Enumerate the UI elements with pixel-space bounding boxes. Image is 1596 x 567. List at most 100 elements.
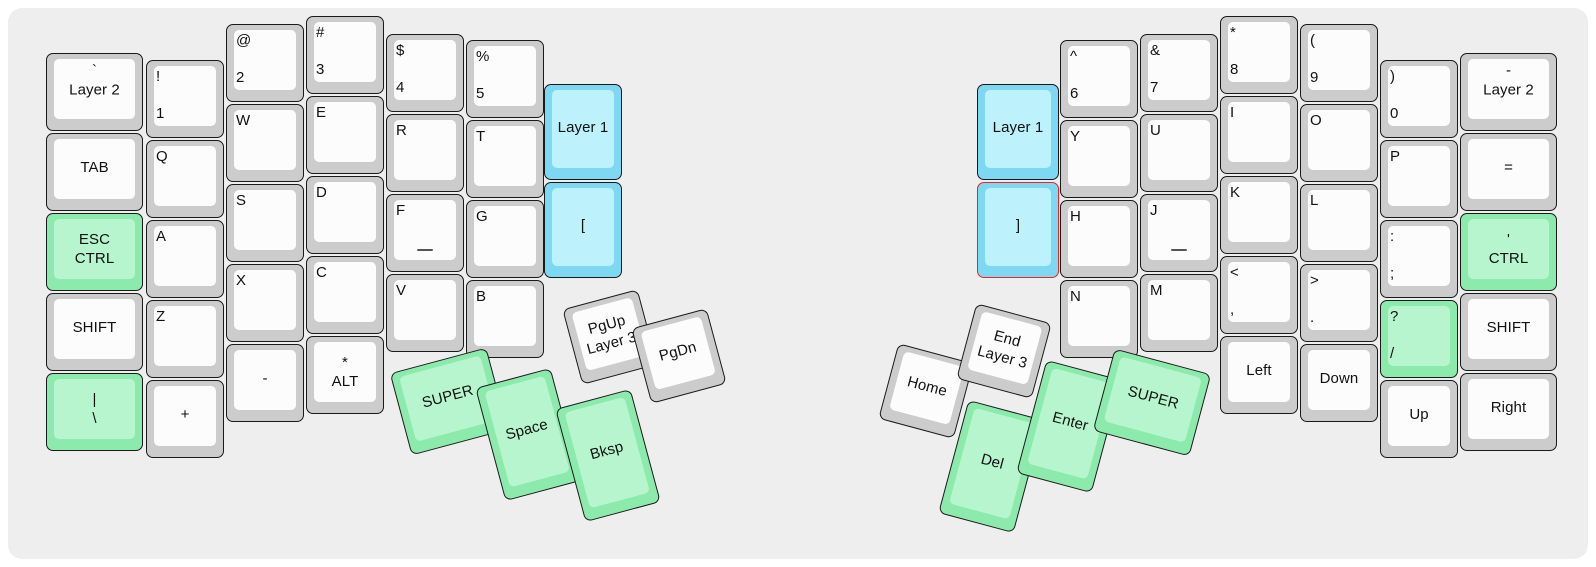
key-equals[interactable]: = <box>1460 133 1557 211</box>
key-1[interactable]: !1 <box>146 60 224 138</box>
key-cap <box>474 206 536 266</box>
key-5[interactable]: %5 <box>466 40 544 118</box>
key-cap <box>985 188 1051 266</box>
key-shift-right[interactable]: SHIFT <box>1460 293 1557 371</box>
key-legend-main: 2 <box>236 69 245 86</box>
key-cap <box>474 286 536 346</box>
key-bracket-right[interactable]: ] <box>977 182 1059 278</box>
key-g[interactable]: G <box>466 200 544 278</box>
key-9[interactable]: (9 <box>1300 24 1378 102</box>
key-legend-main: 3 <box>316 61 325 78</box>
key-up[interactable]: Up <box>1380 380 1458 458</box>
key-cap <box>1308 350 1370 410</box>
key-cap <box>1468 139 1549 199</box>
key-layer2-grave[interactable]: `Layer 2 <box>46 53 143 131</box>
key-o[interactable]: O <box>1300 104 1378 182</box>
key-legend-top: ` <box>91 62 98 79</box>
key-legend-top: % <box>476 48 490 65</box>
key-s[interactable]: S <box>226 184 304 262</box>
key-u[interactable]: U <box>1140 114 1218 192</box>
key-legend-main: U <box>1150 122 1161 139</box>
key-v[interactable]: V <box>386 274 464 352</box>
key-pipe-backslash[interactable]: |\ <box>46 373 143 451</box>
key-6[interactable]: ^6 <box>1060 40 1138 118</box>
key-t[interactable]: T <box>466 120 544 198</box>
key-l[interactable]: L <box>1300 184 1378 262</box>
key-cap <box>1388 146 1450 206</box>
key-legend-main: E <box>316 104 327 121</box>
key-minus[interactable]: - <box>226 344 304 422</box>
key-y[interactable]: Y <box>1060 120 1138 198</box>
key-cap <box>1308 110 1370 170</box>
key-i[interactable]: I <box>1220 96 1298 174</box>
key-c[interactable]: C <box>306 256 384 334</box>
key-legend-top: ESC <box>78 230 111 248</box>
key-period[interactable]: >. <box>1300 264 1378 342</box>
key-b[interactable]: B <box>466 280 544 358</box>
key-3[interactable]: #3 <box>306 16 384 94</box>
key-r[interactable]: R <box>386 114 464 192</box>
key-8[interactable]: *8 <box>1220 16 1298 94</box>
key-legend-main: Z <box>156 308 166 325</box>
key-x[interactable]: X <box>226 264 304 342</box>
key-a[interactable]: A <box>146 220 224 298</box>
key-layer2-minus[interactable]: -Layer 2 <box>1460 53 1557 131</box>
key-legend-main: SHIFT <box>72 318 117 336</box>
key-e[interactable]: E <box>306 96 384 174</box>
key-shift[interactable]: SHIFT <box>46 293 143 371</box>
key-colon-semicolon[interactable]: :; <box>1380 220 1458 298</box>
key-layer1-right[interactable]: Layer 1 <box>977 84 1059 180</box>
key-legend-main: 7 <box>1150 79 1159 96</box>
key-n[interactable]: N <box>1060 280 1138 358</box>
key-alt[interactable]: *ALT <box>306 336 384 414</box>
key-cap <box>552 188 614 266</box>
key-question-slash[interactable]: ?/ <box>1380 300 1458 378</box>
key-cap <box>1228 22 1290 82</box>
key-comma[interactable]: <, <box>1220 256 1298 334</box>
key-tab[interactable]: TAB <box>46 133 143 211</box>
key-layer1-left[interactable]: Layer 1 <box>544 84 622 180</box>
key-cap <box>234 270 296 330</box>
key-legend-main: 0 <box>1390 105 1399 122</box>
key-legend-main: 9 <box>1310 69 1319 86</box>
key-z[interactable]: Z <box>146 300 224 378</box>
key-d[interactable]: D <box>306 176 384 254</box>
key-legend-main: Up <box>1409 405 1429 423</box>
key-2[interactable]: @2 <box>226 24 304 102</box>
key-legend-main: Layer 1 <box>992 118 1044 136</box>
key-w[interactable]: W <box>226 104 304 182</box>
key-f[interactable]: F <box>386 194 464 272</box>
key-cap <box>1228 102 1290 162</box>
key-0[interactable]: )0 <box>1380 60 1458 138</box>
key-down[interactable]: Down <box>1300 344 1378 422</box>
key-cap <box>54 139 135 199</box>
key-super-right[interactable]: SUPER <box>1092 348 1212 457</box>
key-h[interactable]: H <box>1060 200 1138 278</box>
key-cap <box>1068 286 1130 346</box>
key-legend-top: * <box>1230 24 1236 41</box>
key-legend-main: N <box>1070 288 1081 305</box>
key-p[interactable]: P <box>1380 140 1458 218</box>
key-j[interactable]: J <box>1140 194 1218 272</box>
key-4[interactable]: $4 <box>386 34 464 112</box>
key-cap <box>1148 120 1210 180</box>
key-legend-main: - <box>262 369 268 387</box>
key-k[interactable]: K <box>1220 176 1298 254</box>
key-bracket-left[interactable]: [ <box>544 182 622 278</box>
key-right[interactable]: Right <box>1460 373 1557 451</box>
key-7[interactable]: &7 <box>1140 34 1218 112</box>
key-cap <box>154 226 216 286</box>
key-left[interactable]: Left <box>1220 336 1298 414</box>
key-legend-top: ' <box>1507 230 1510 248</box>
key-quote-ctrl[interactable]: 'CTRL <box>1460 213 1557 291</box>
key-q[interactable]: Q <box>146 140 224 218</box>
key-legend-top: & <box>1150 42 1161 59</box>
key-cap <box>314 102 376 162</box>
key-home[interactable]: Home <box>878 343 974 439</box>
key-plus[interactable]: + <box>146 380 224 458</box>
key-m[interactable]: M <box>1140 274 1218 352</box>
key-legend-main: ALT <box>331 372 359 390</box>
